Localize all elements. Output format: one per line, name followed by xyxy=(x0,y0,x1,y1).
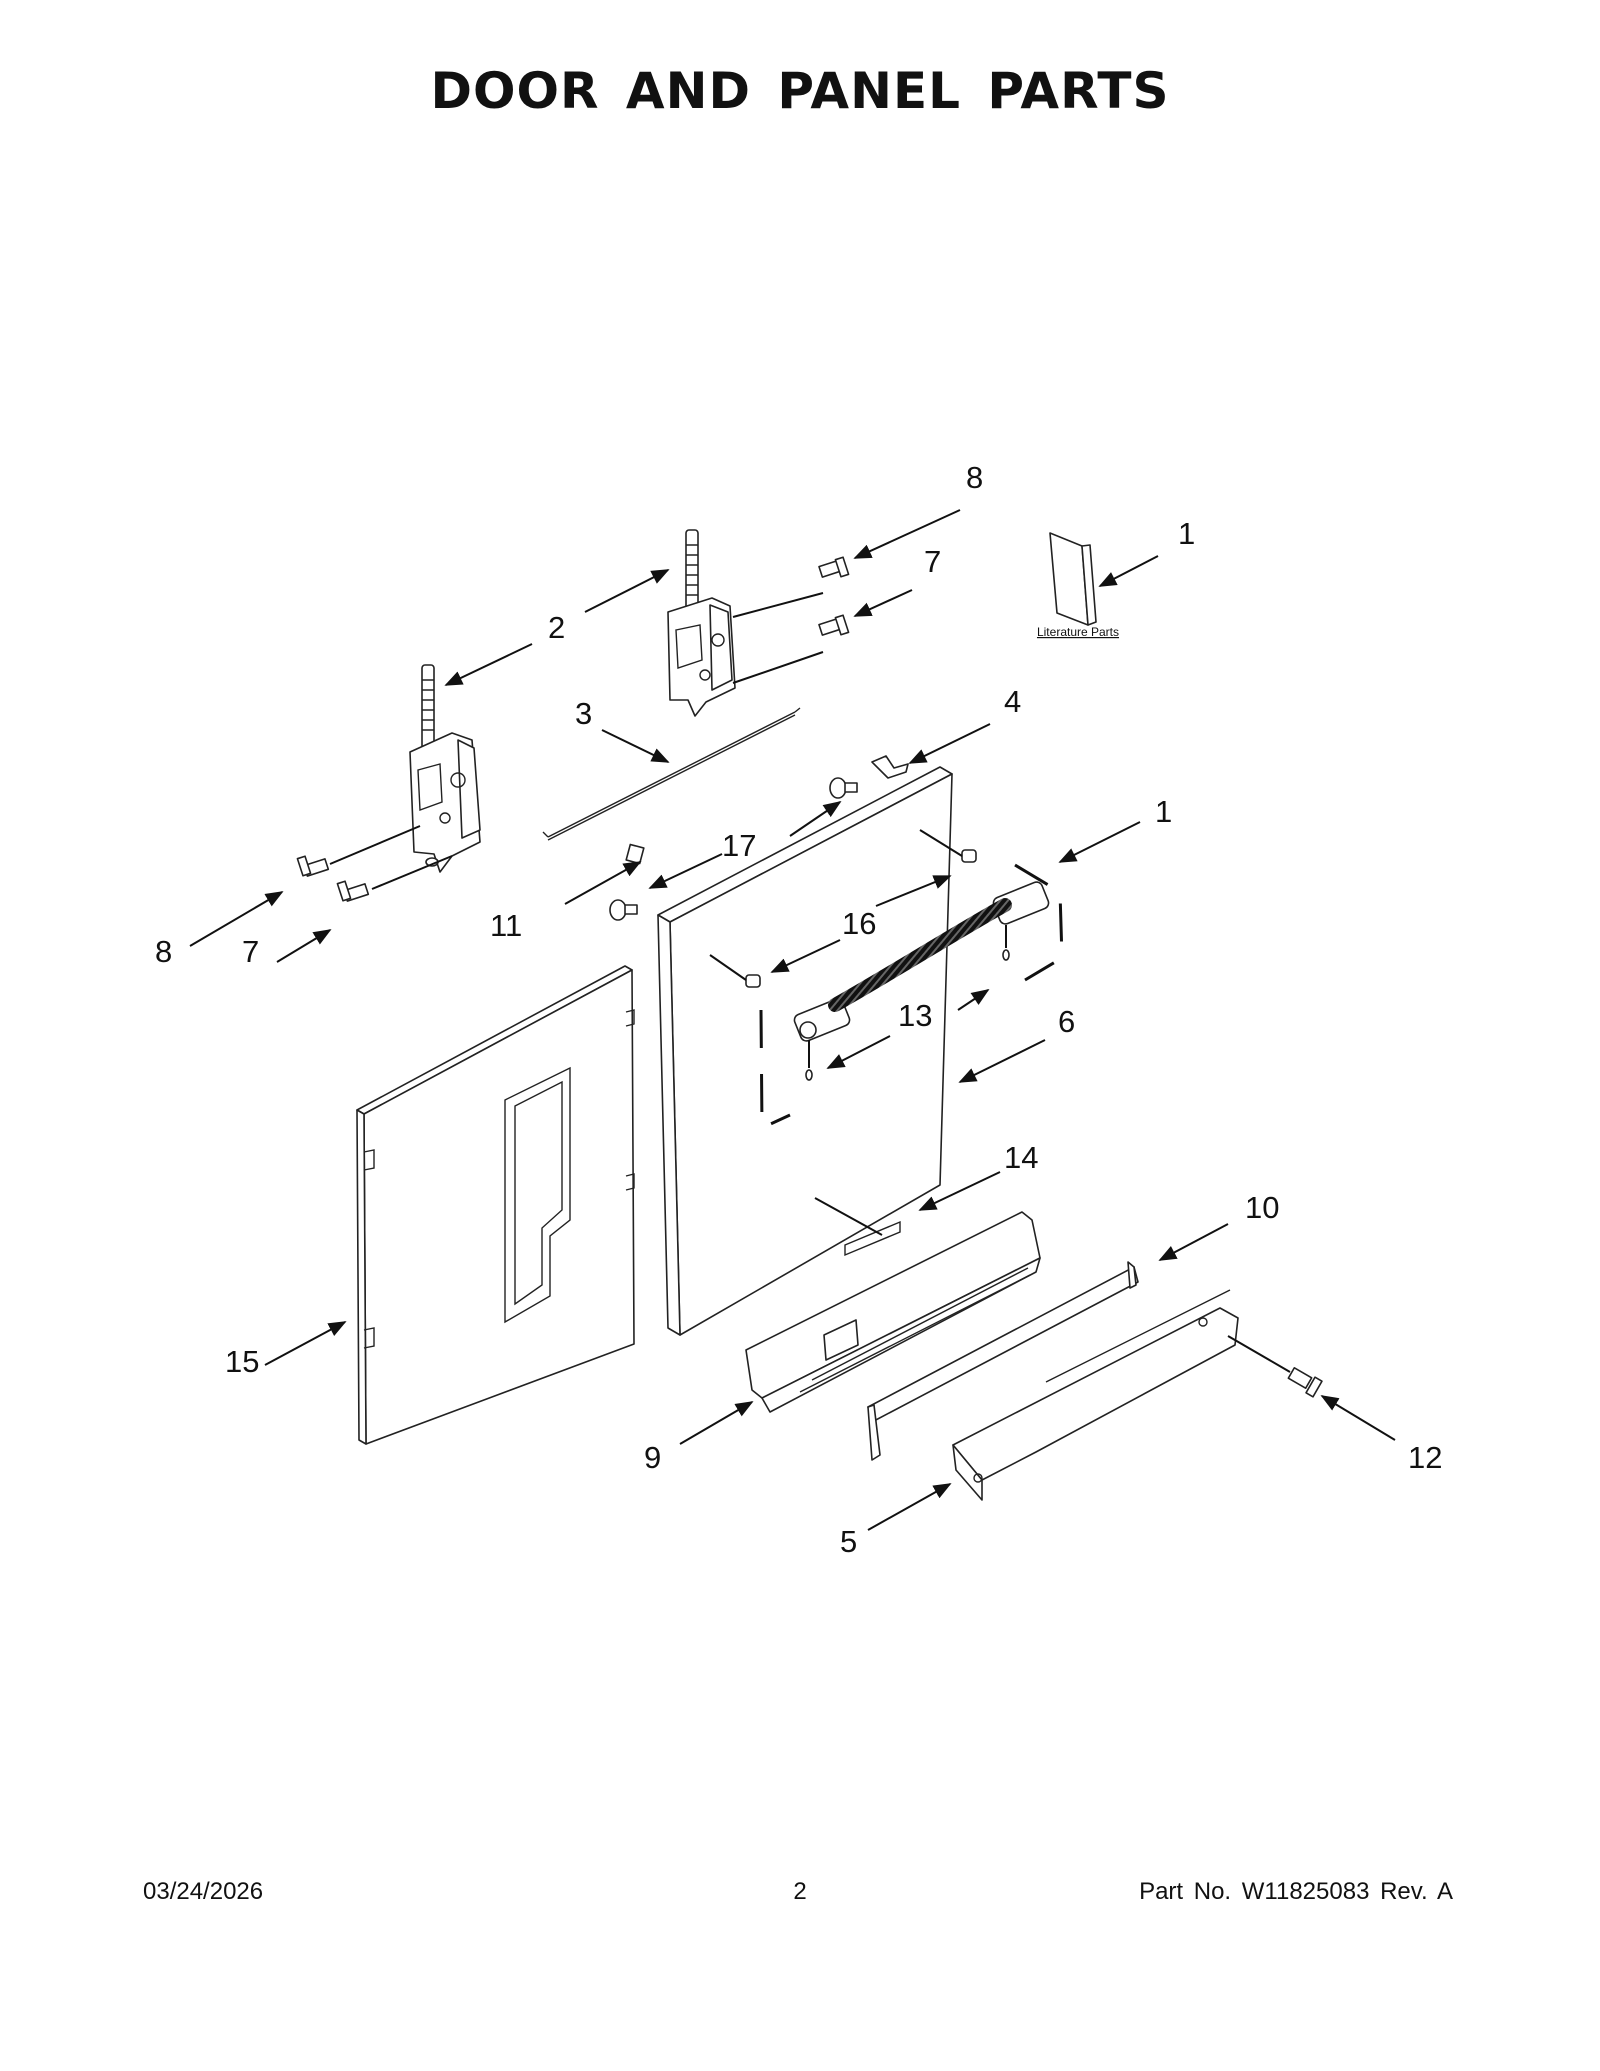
inner-door-panel xyxy=(356,965,635,1445)
base-screw xyxy=(1287,1367,1323,1398)
handle-screw-13-right xyxy=(1002,949,1010,961)
door-handle xyxy=(793,881,1050,1042)
door-panel xyxy=(657,766,953,1336)
leader-arrows xyxy=(189,509,1396,1531)
callout-8-top: 8 xyxy=(966,460,983,495)
hinge-screw-top-8 xyxy=(818,556,850,578)
door-screw-16-left xyxy=(745,974,761,988)
door-screw-17-top xyxy=(829,777,858,799)
door-screw-17-left xyxy=(609,899,638,921)
callout-5: 5 xyxy=(840,1524,857,1559)
hinge-screw-left-7 xyxy=(336,880,370,902)
callout-2: 2 xyxy=(548,610,565,645)
door-screw-16-right xyxy=(961,849,977,863)
literature-parts-booklet xyxy=(1049,532,1097,626)
callout-1-literature: 1 xyxy=(1178,516,1195,551)
callout-16: 16 xyxy=(842,906,876,941)
callout-7-top: 7 xyxy=(924,544,941,579)
hinge-screw-top-7 xyxy=(818,614,850,636)
handle-screw-13-left xyxy=(805,1069,813,1081)
hinge-screw-left-8 xyxy=(296,855,330,877)
hinge-left xyxy=(409,664,481,873)
toe-panel xyxy=(745,1211,1041,1413)
hinge-right xyxy=(667,529,736,717)
callout-4: 4 xyxy=(1004,684,1021,719)
footer-part-number: Part No. W11825083 Rev. A xyxy=(1139,1878,1453,1905)
base-bracket xyxy=(952,1289,1239,1501)
callout-12: 12 xyxy=(1408,1440,1442,1475)
callout-3: 3 xyxy=(575,696,592,731)
callout-13: 13 xyxy=(898,998,932,1033)
callout-labels: 1 1 2 3 4 5 6 7 7 8 8 9 10 11 12 13 14 1… xyxy=(155,460,1442,1559)
callout-6: 6 xyxy=(1058,1004,1075,1039)
callout-15: 15 xyxy=(225,1344,259,1379)
door-clip xyxy=(625,843,645,865)
footer-date: 03/24/2026 xyxy=(143,1878,264,1905)
callout-9: 9 xyxy=(644,1440,661,1475)
handle-assembly-bracket xyxy=(759,863,1064,1131)
footer-page-number: 2 xyxy=(793,1878,807,1905)
literature-parts-label: Literature Parts xyxy=(1037,625,1119,639)
callout-17: 17 xyxy=(722,828,756,863)
page-title: DOOR AND PANEL PARTS xyxy=(430,62,1170,120)
door-bracket xyxy=(871,755,909,779)
door-rod xyxy=(542,707,801,841)
callout-10: 10 xyxy=(1245,1190,1279,1225)
callout-11: 11 xyxy=(490,908,522,943)
trim-strip xyxy=(867,1261,1139,1461)
callout-7-left: 7 xyxy=(242,934,259,969)
callout-1-handle: 1 xyxy=(1155,794,1172,829)
callout-8-left: 8 xyxy=(155,934,172,969)
callout-14: 14 xyxy=(1004,1140,1038,1175)
